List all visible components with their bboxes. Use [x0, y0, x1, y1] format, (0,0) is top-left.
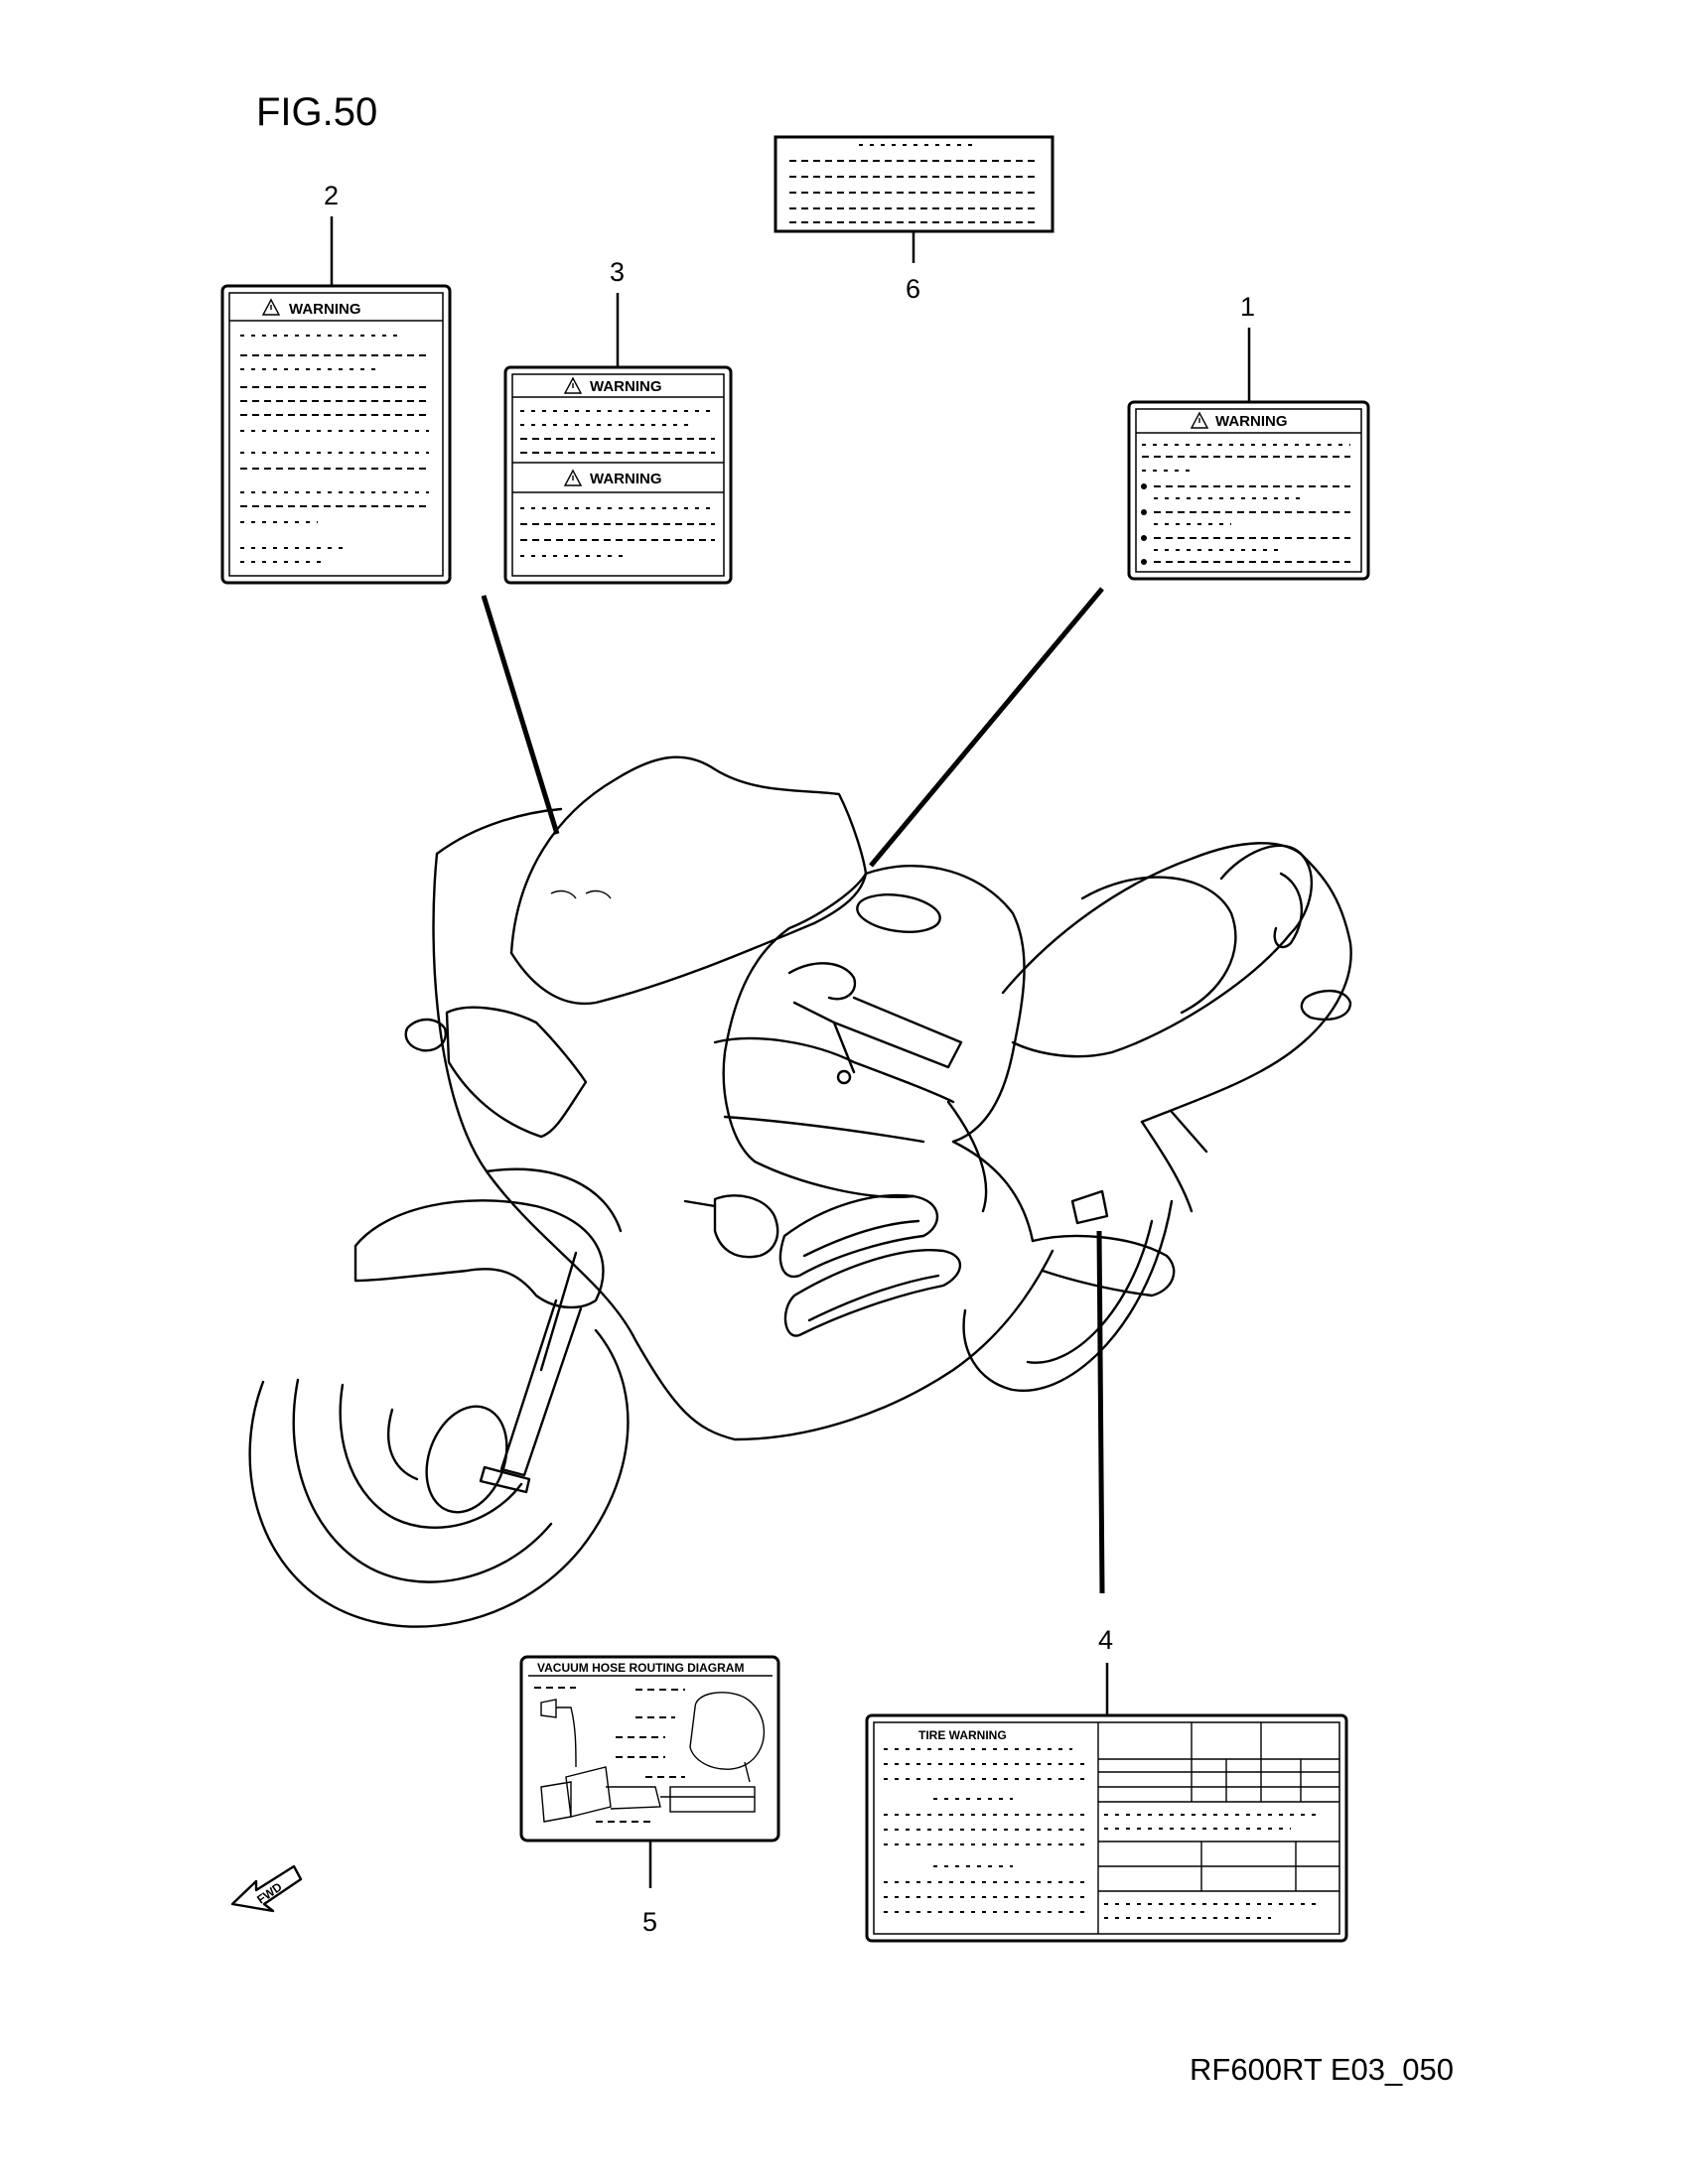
fwd-arrow-icon: FWD [230, 1864, 303, 1913]
label-6-card [774, 135, 1055, 233]
label-4-title: TIRE WARNING [918, 1728, 1007, 1742]
callout-5: 5 [642, 1907, 657, 1937]
figure-title: FIG.50 [256, 90, 377, 134]
label-2-pointer [481, 595, 560, 835]
label-3-card [503, 365, 733, 585]
label-3-warning-text-top: WARNING [590, 378, 662, 395]
warning-triangle-icon [563, 469, 583, 486]
label-4-pointer [1096, 1230, 1105, 1594]
label-2-card [220, 284, 452, 585]
callout-4: 4 [1098, 1625, 1113, 1655]
callout-3: 3 [610, 257, 625, 287]
label-1-warning-text: WARNING [1215, 413, 1288, 430]
label-1-pointer [869, 587, 1104, 868]
callout-2: 2 [324, 181, 339, 210]
label-5-card [519, 1655, 780, 1843]
callout-6: 6 [906, 274, 920, 304]
warning-triangle-icon [1190, 411, 1209, 429]
label-5-title: VACUUM HOSE ROUTING DIAGRAM [537, 1661, 744, 1675]
reference-code: RF600RT E03_050 [1190, 2052, 1454, 2087]
label-2-warning-text: WARNING [289, 301, 361, 318]
motorcycle-illustration [248, 755, 1352, 1628]
label-1-card [1127, 400, 1370, 581]
label-3-warning-text-bottom: WARNING [590, 471, 662, 487]
label-4-card [865, 1713, 1348, 1943]
fwd-arrow-text: FWD [254, 1879, 285, 1906]
callout-1: 1 [1240, 292, 1255, 322]
warning-triangle-icon [563, 376, 583, 394]
warning-triangle-icon [261, 298, 281, 316]
